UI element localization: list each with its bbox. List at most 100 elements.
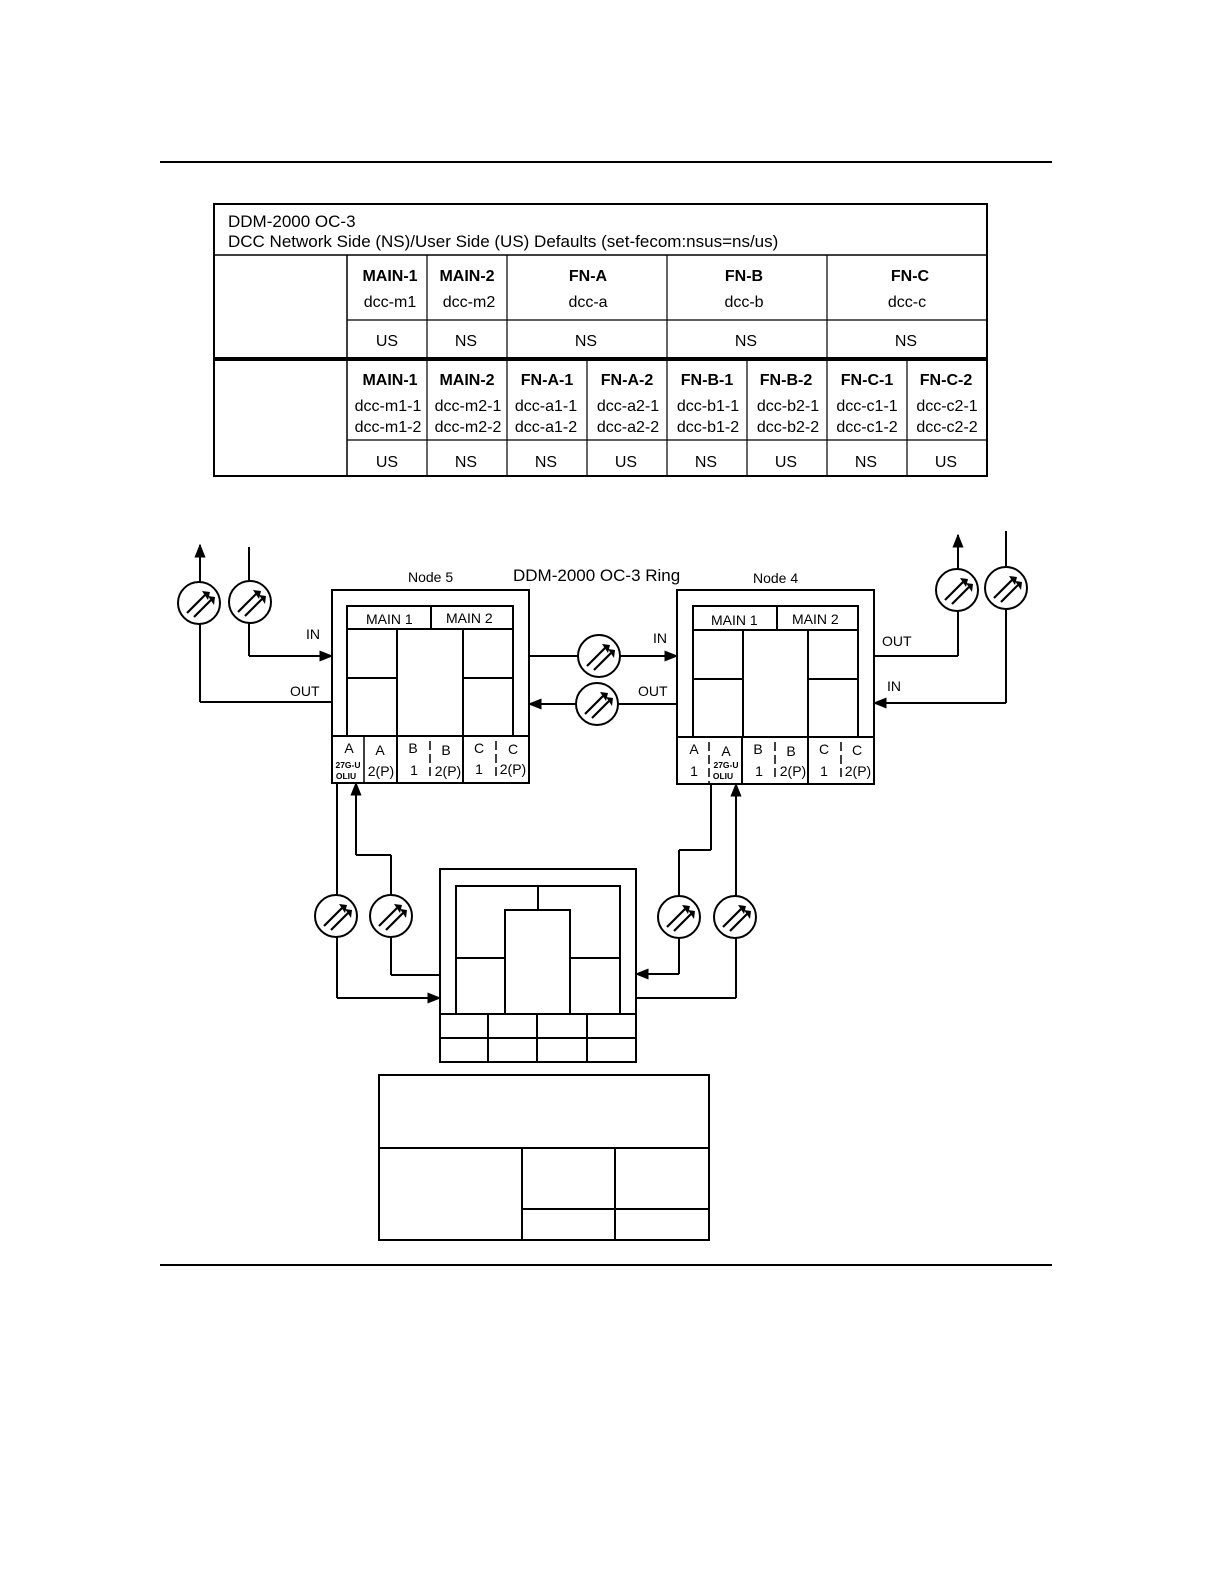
optical-transceiver-icon: [712, 894, 758, 940]
r2-fnb2-side: US: [775, 454, 797, 471]
r2-fnb2-name: FN-B-2: [760, 372, 813, 389]
optical-transceiver-icon: [176, 580, 222, 626]
node5-slot-c2-bottom: 2(P): [500, 761, 526, 777]
r2-fnb2-dcc2: dcc-b2-2: [757, 419, 819, 436]
node5-out-label: OUT: [290, 683, 320, 699]
node4-slot-b2-top: B: [786, 743, 795, 759]
node5-slot-c1-top: C: [474, 740, 484, 756]
node4-slot-c2-top: C: [852, 742, 862, 758]
optical-transceiver-icon: [934, 567, 980, 613]
node4-in-right-label: IN: [887, 678, 901, 694]
r2-fna1-side: NS: [535, 454, 557, 471]
node4-slot-c1-top: C: [819, 741, 829, 757]
optical-transceiver-icon: [983, 565, 1029, 611]
node4-main1: MAIN 1: [711, 612, 758, 628]
r1-fnc-side: NS: [895, 333, 917, 350]
r2-fna2-name: FN-A-2: [601, 372, 654, 389]
r2-fna2-side: US: [615, 454, 637, 471]
r1-main1-dcc: dcc-m1: [364, 294, 417, 311]
node5-slot-b1-top: B: [408, 740, 417, 756]
optical-transceiver-icon: [227, 579, 273, 625]
r2-fna1-name: FN-A-1: [521, 372, 574, 389]
r2-fna2-dcc2: dcc-a2-2: [597, 419, 659, 436]
node5-slot-a2-top: A: [375, 742, 385, 758]
r2-main2-dcc2: dcc-m2-2: [435, 419, 502, 436]
r1-fnc-dcc: dcc-c: [888, 294, 926, 311]
center-shelf: [439, 868, 637, 1063]
r2-fna1-dcc1: dcc-a1-1: [515, 398, 577, 415]
r2-fnb2-dcc1: dcc-b2-1: [757, 398, 819, 415]
node5-slot-a1-card2: OLIU: [336, 771, 356, 781]
r2-fnc2-dcc1: dcc-c2-1: [916, 398, 977, 415]
r1-fna-side: NS: [575, 333, 597, 350]
r1-main2-side: NS: [455, 333, 477, 350]
r2-main1-name: MAIN-1: [362, 372, 417, 389]
r1-fna-name: FN-A: [569, 268, 608, 285]
node4-slot-b1-bottom: 1: [755, 763, 763, 779]
node5-slot-b2-top: B: [441, 742, 450, 758]
lower-table: [378, 1074, 710, 1241]
node4-slot-c2-bottom: 2(P): [845, 763, 871, 779]
optical-transceiver-icon: [313, 893, 359, 939]
r1-fnc-name: FN-C: [891, 268, 930, 285]
node5-slot-b1-bottom: 1: [410, 762, 418, 778]
node5-in-label: IN: [306, 626, 320, 642]
node4-slot-b2-bottom: 2(P): [780, 763, 806, 779]
r2-fnc1-dcc1: dcc-c1-1: [836, 398, 897, 415]
r2-fnb1-side: NS: [695, 454, 717, 471]
r1-fnb-name: FN-B: [725, 268, 763, 285]
r2-main2-name: MAIN-2: [439, 372, 494, 389]
table-title-2: DCC Network Side (NS)/User Side (US) Def…: [228, 232, 778, 251]
node4-out-left-label: OUT: [638, 683, 668, 699]
r1-main2-dcc: dcc-m2: [443, 294, 496, 311]
header-rule: [160, 161, 1052, 163]
node5-slot-a1-top: A: [344, 740, 354, 756]
node5-shelf: [331, 589, 530, 784]
node4-main2: MAIN 2: [792, 611, 839, 627]
node4-shelf: [676, 589, 875, 785]
r2-main1-dcc1: dcc-m1-1: [355, 398, 422, 415]
node5-slot-b2-bottom: 2(P): [435, 763, 461, 779]
r2-fnc1-side: NS: [855, 454, 877, 471]
r1-fnb-side: NS: [735, 333, 757, 350]
node4-slot-b1-top: B: [753, 741, 762, 757]
node4-out-right-label: OUT: [882, 633, 912, 649]
node5-slot-a2-bottom: 2(P): [368, 763, 394, 779]
ring-title: DDM-2000 OC-3 Ring: [513, 566, 680, 585]
r2-main1-dcc2: dcc-m1-2: [355, 419, 422, 436]
node4-label: Node 4: [753, 570, 798, 586]
r1-main2-name: MAIN-2: [439, 268, 494, 285]
node4-slot-a2-card2: OLIU: [713, 771, 733, 781]
optical-transceiver-icon: [656, 894, 702, 940]
node5-main1: MAIN 1: [366, 611, 413, 627]
node4-slot-a2-top: A: [721, 743, 731, 759]
r1-fnb-dcc: dcc-b: [724, 294, 763, 311]
r1-fna-dcc: dcc-a: [568, 294, 607, 311]
optical-transceiver-icon: [574, 681, 620, 727]
r2-fnc2-side: US: [935, 454, 957, 471]
table-title-1: DDM-2000 OC-3: [228, 212, 356, 231]
r2-main2-dcc1: dcc-m2-1: [435, 398, 502, 415]
r2-fnc1-name: FN-C-1: [841, 372, 894, 389]
optical-transceiver-icon: [576, 633, 622, 679]
r1-main1-side: US: [376, 333, 398, 350]
r1-main1-name: MAIN-1: [362, 268, 417, 285]
node5-slot-c1-bottom: 1: [475, 761, 483, 777]
node5-slot-a1-card1: 27G-U: [335, 760, 360, 770]
r2-main2-side: NS: [455, 454, 477, 471]
r2-fnc2-name: FN-C-2: [920, 372, 973, 389]
node4-slot-a2-card1: 27G-U: [713, 760, 738, 770]
node4-slot-c1-bottom: 1: [820, 763, 828, 779]
r2-fna1-dcc2: dcc-a1-2: [515, 419, 577, 436]
node4-slot-a1-bottom: 1: [690, 763, 698, 779]
r2-fna2-dcc1: dcc-a2-1: [597, 398, 659, 415]
r2-fnb1-dcc2: dcc-b1-2: [677, 419, 739, 436]
r2-main1-side: US: [376, 454, 398, 471]
r2-fnc1-dcc2: dcc-c1-2: [836, 419, 897, 436]
node4-slot-a1-top: A: [689, 741, 699, 757]
optical-transceiver-icon: [368, 893, 414, 939]
r2-fnb1-dcc1: dcc-b1-1: [677, 398, 739, 415]
node5-main2: MAIN 2: [446, 610, 493, 626]
footer-rule: [160, 1264, 1052, 1266]
